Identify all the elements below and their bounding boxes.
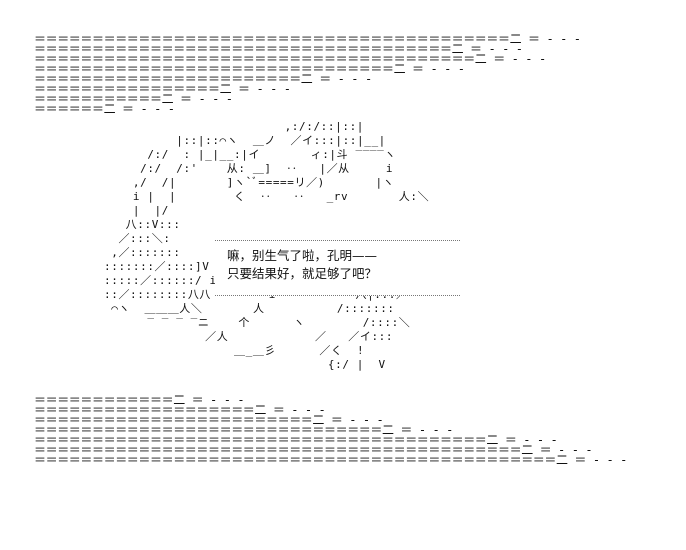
- dialogue-line-1: 嘛，别生气了啦，孔明——: [227, 248, 378, 263]
- speed-lines-bottom: ＝＝＝＝＝＝＝＝＝＝＝＝二 ＝ - - - ＝＝＝＝＝＝＝＝＝＝＝＝＝＝＝＝＝＝…: [34, 393, 627, 467]
- dialogue-line-2: 只要结果好，就足够了吧？: [227, 266, 378, 281]
- speed-lines-top: ＝＝＝＝＝＝＝＝＝＝＝＝＝＝＝＝＝＝＝＝＝＝＝＝＝＝＝＝＝＝＝＝＝＝＝＝＝＝＝＝…: [34, 32, 581, 116]
- speech-bubble: 嘛，别生气了啦，孔明—— 只要结果好，就足够了吧？: [215, 240, 460, 296]
